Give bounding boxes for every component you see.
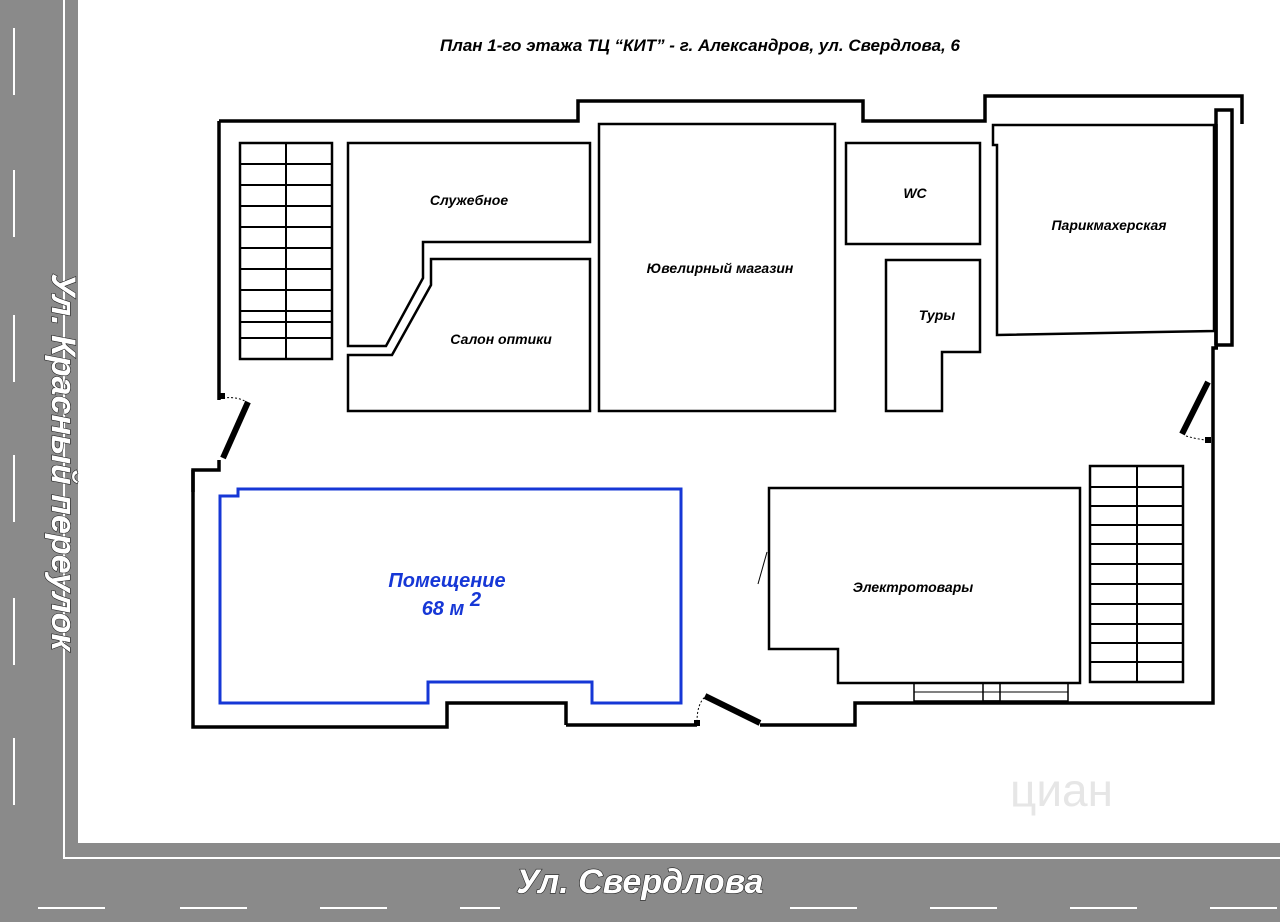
- premise-area-sup: 2: [469, 589, 481, 611]
- premise-area: 68 м: [422, 598, 465, 620]
- electronics-window: [913, 682, 1069, 702]
- plan-title: План 1-го этажа ТЦ “КИТ” - г. Александро…: [440, 36, 960, 55]
- room-wc: [844, 141, 982, 246]
- watermark: циан: [1010, 764, 1113, 816]
- room-tours: [884, 258, 982, 413]
- premise-name: Помещение: [388, 570, 505, 592]
- room-label-service: Служебное: [430, 192, 509, 208]
- staircase-east: [1088, 464, 1185, 684]
- room-label-tours: Туры: [919, 307, 956, 323]
- street-label-bottom: Ул. Свердлова: [516, 863, 763, 901]
- door-west: [219, 393, 251, 460]
- room-optics: [346, 257, 592, 413]
- curb-line: [63, 0, 1280, 859]
- staircase-west: [238, 141, 334, 361]
- plan-area: [78, 0, 1280, 843]
- room-label-electronics: Электротовары: [853, 579, 973, 595]
- room-label-jewelry: Ювелирный магазин: [647, 260, 794, 276]
- door-south: [694, 693, 762, 726]
- street-label-left: Ул. Красный переулок: [44, 273, 82, 652]
- room-service: [346, 141, 592, 348]
- door-east: [1179, 380, 1211, 443]
- electronics-door-mark: [757, 551, 768, 585]
- room-hairdresser: [991, 123, 1216, 337]
- room-electronics: [767, 486, 1082, 685]
- room-label-optics: Салон оптики: [450, 331, 552, 347]
- premise-outline: [218, 487, 683, 705]
- south-wall-segments: [191, 470, 697, 727]
- room-label-hairdresser: Парикмахерская: [1051, 217, 1166, 233]
- room-label-wc: WC: [903, 185, 927, 201]
- room-jewelry: [597, 122, 837, 413]
